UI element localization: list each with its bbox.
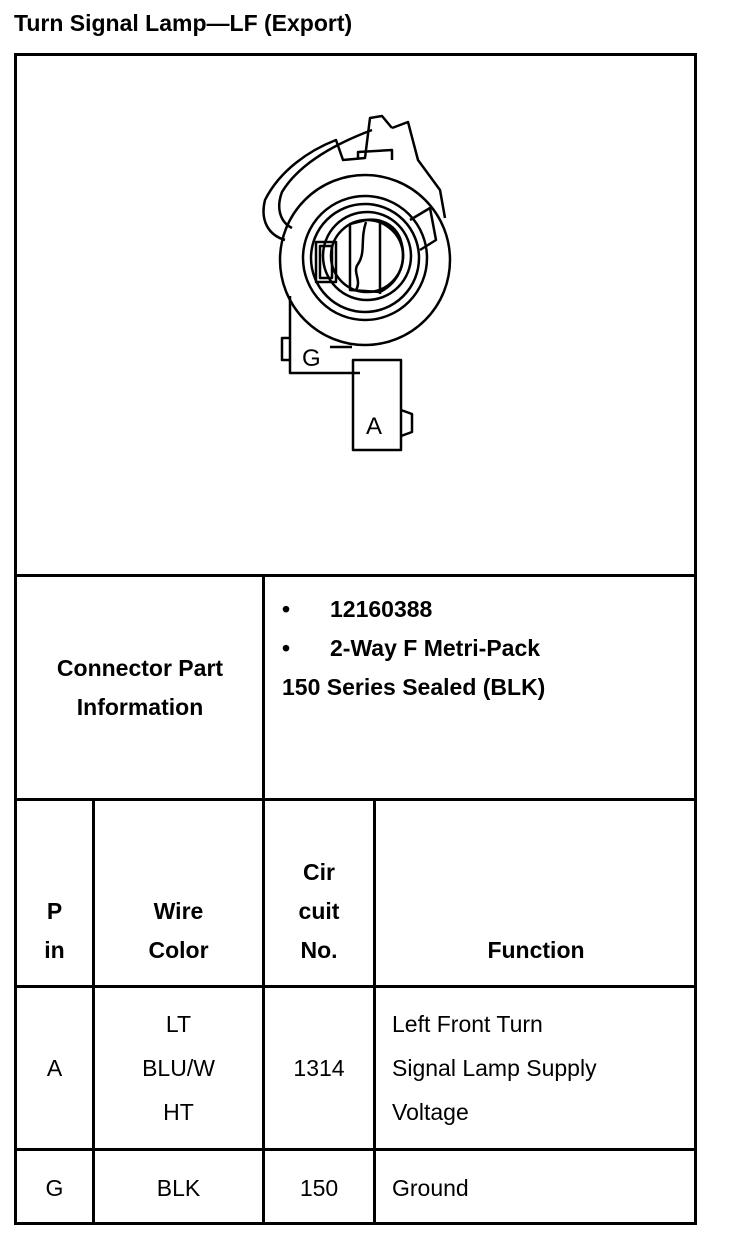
row-g-pin: G: [45, 1175, 64, 1201]
bullet-icon: •: [282, 596, 291, 622]
connector-part-label: Connector Part Information: [56, 655, 224, 720]
header-function: Function: [487, 937, 585, 963]
part-number: 12160388: [330, 596, 433, 622]
connector-series: 150 Series Sealed (BLK): [282, 674, 546, 700]
terminal-label-g: G: [302, 345, 321, 372]
terminal-label-a: A: [366, 413, 382, 440]
row-g-function: Ground: [392, 1175, 469, 1201]
row-a-circuit: 1314: [293, 1055, 345, 1081]
page-title: Turn Signal Lamp—LF (Export): [14, 10, 353, 36]
divider-info-vertical: [262, 574, 265, 801]
row-a-pin: A: [46, 1055, 63, 1081]
connector-type: 2-Way F Metri-Pack: [330, 635, 541, 661]
connector-table-frame: [14, 53, 697, 1225]
divider-col-pin: [92, 798, 95, 1225]
divider-col-circuit: [373, 798, 376, 1225]
divider-header-bottom: [14, 985, 697, 988]
header-pin: P in: [44, 898, 65, 963]
divider-row-a-bottom: [14, 1148, 697, 1151]
list-item: • 2-Way F Metri-Pack: [266, 629, 696, 668]
connector-diagram: G A: [262, 114, 452, 452]
bullet-icon: •: [282, 635, 291, 661]
connector-part-info: • 12160388 • 2-Way F Metri-Pack 150 Seri…: [266, 590, 696, 707]
row-a-wire-color: LT BLU/W HT: [142, 1011, 215, 1125]
row-g-circuit: 150: [299, 1175, 339, 1201]
divider-diagram-bottom: [14, 574, 697, 577]
header-wire-color: Wire Color: [148, 898, 209, 963]
list-item: • 12160388: [266, 590, 696, 629]
divider-info-bottom: [14, 798, 697, 801]
row-a-function: Left Front Turn Signal Lamp Supply Volta…: [392, 1011, 597, 1125]
header-circuit-number: Cir cuit No.: [298, 859, 340, 963]
divider-col-wire: [262, 798, 265, 1225]
row-g-wire-color: BLK: [156, 1175, 201, 1201]
